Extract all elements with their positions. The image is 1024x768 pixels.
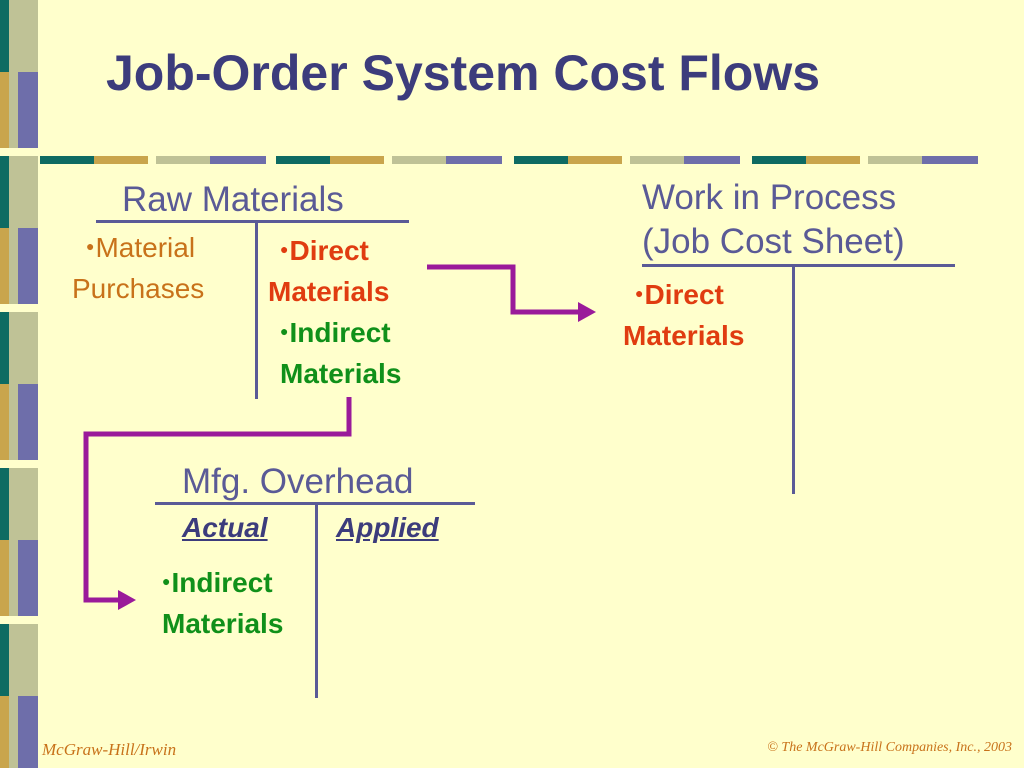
wip-t-bar: [642, 264, 955, 267]
decorative-sidebar: [0, 0, 40, 768]
raw-materials-heading: Raw Materials: [122, 180, 344, 219]
wip-t-stem: [792, 266, 795, 494]
raw-materials-credit-direct: ●Direct Materials: [268, 235, 390, 307]
indirect-materials-arrowhead-icon: [118, 590, 136, 610]
direct-materials-arrowhead-icon: [578, 302, 596, 322]
overhead-t-stem: [315, 504, 318, 698]
overhead-col-actual: Actual: [182, 512, 268, 543]
direct-materials-flow-arrow: [427, 264, 580, 315]
overhead-heading: Mfg. Overhead: [182, 462, 414, 501]
wip-debit-direct: ●Direct Materials: [623, 279, 745, 351]
raw-materials-t-bar: [96, 220, 409, 223]
footer-publisher: McGraw-Hill/Irwin: [42, 740, 177, 759]
wip-heading: Work in Process (Job Cost Sheet): [642, 178, 905, 261]
raw-materials-credit-indirect: ●Indirect Materials: [280, 317, 402, 389]
overhead-debit-indirect: ●Indirect Materials: [162, 567, 284, 639]
raw-materials-t-stem: [255, 222, 258, 399]
page-title: Job-Order System Cost Flows: [106, 45, 821, 101]
raw-materials-debit-purchases: ●Material Purchases: [72, 232, 205, 304]
overhead-col-applied: Applied: [336, 512, 439, 543]
footer-copyright: © The McGraw-Hill Companies, Inc., 2003: [767, 740, 1012, 755]
title-divider: [40, 156, 984, 164]
